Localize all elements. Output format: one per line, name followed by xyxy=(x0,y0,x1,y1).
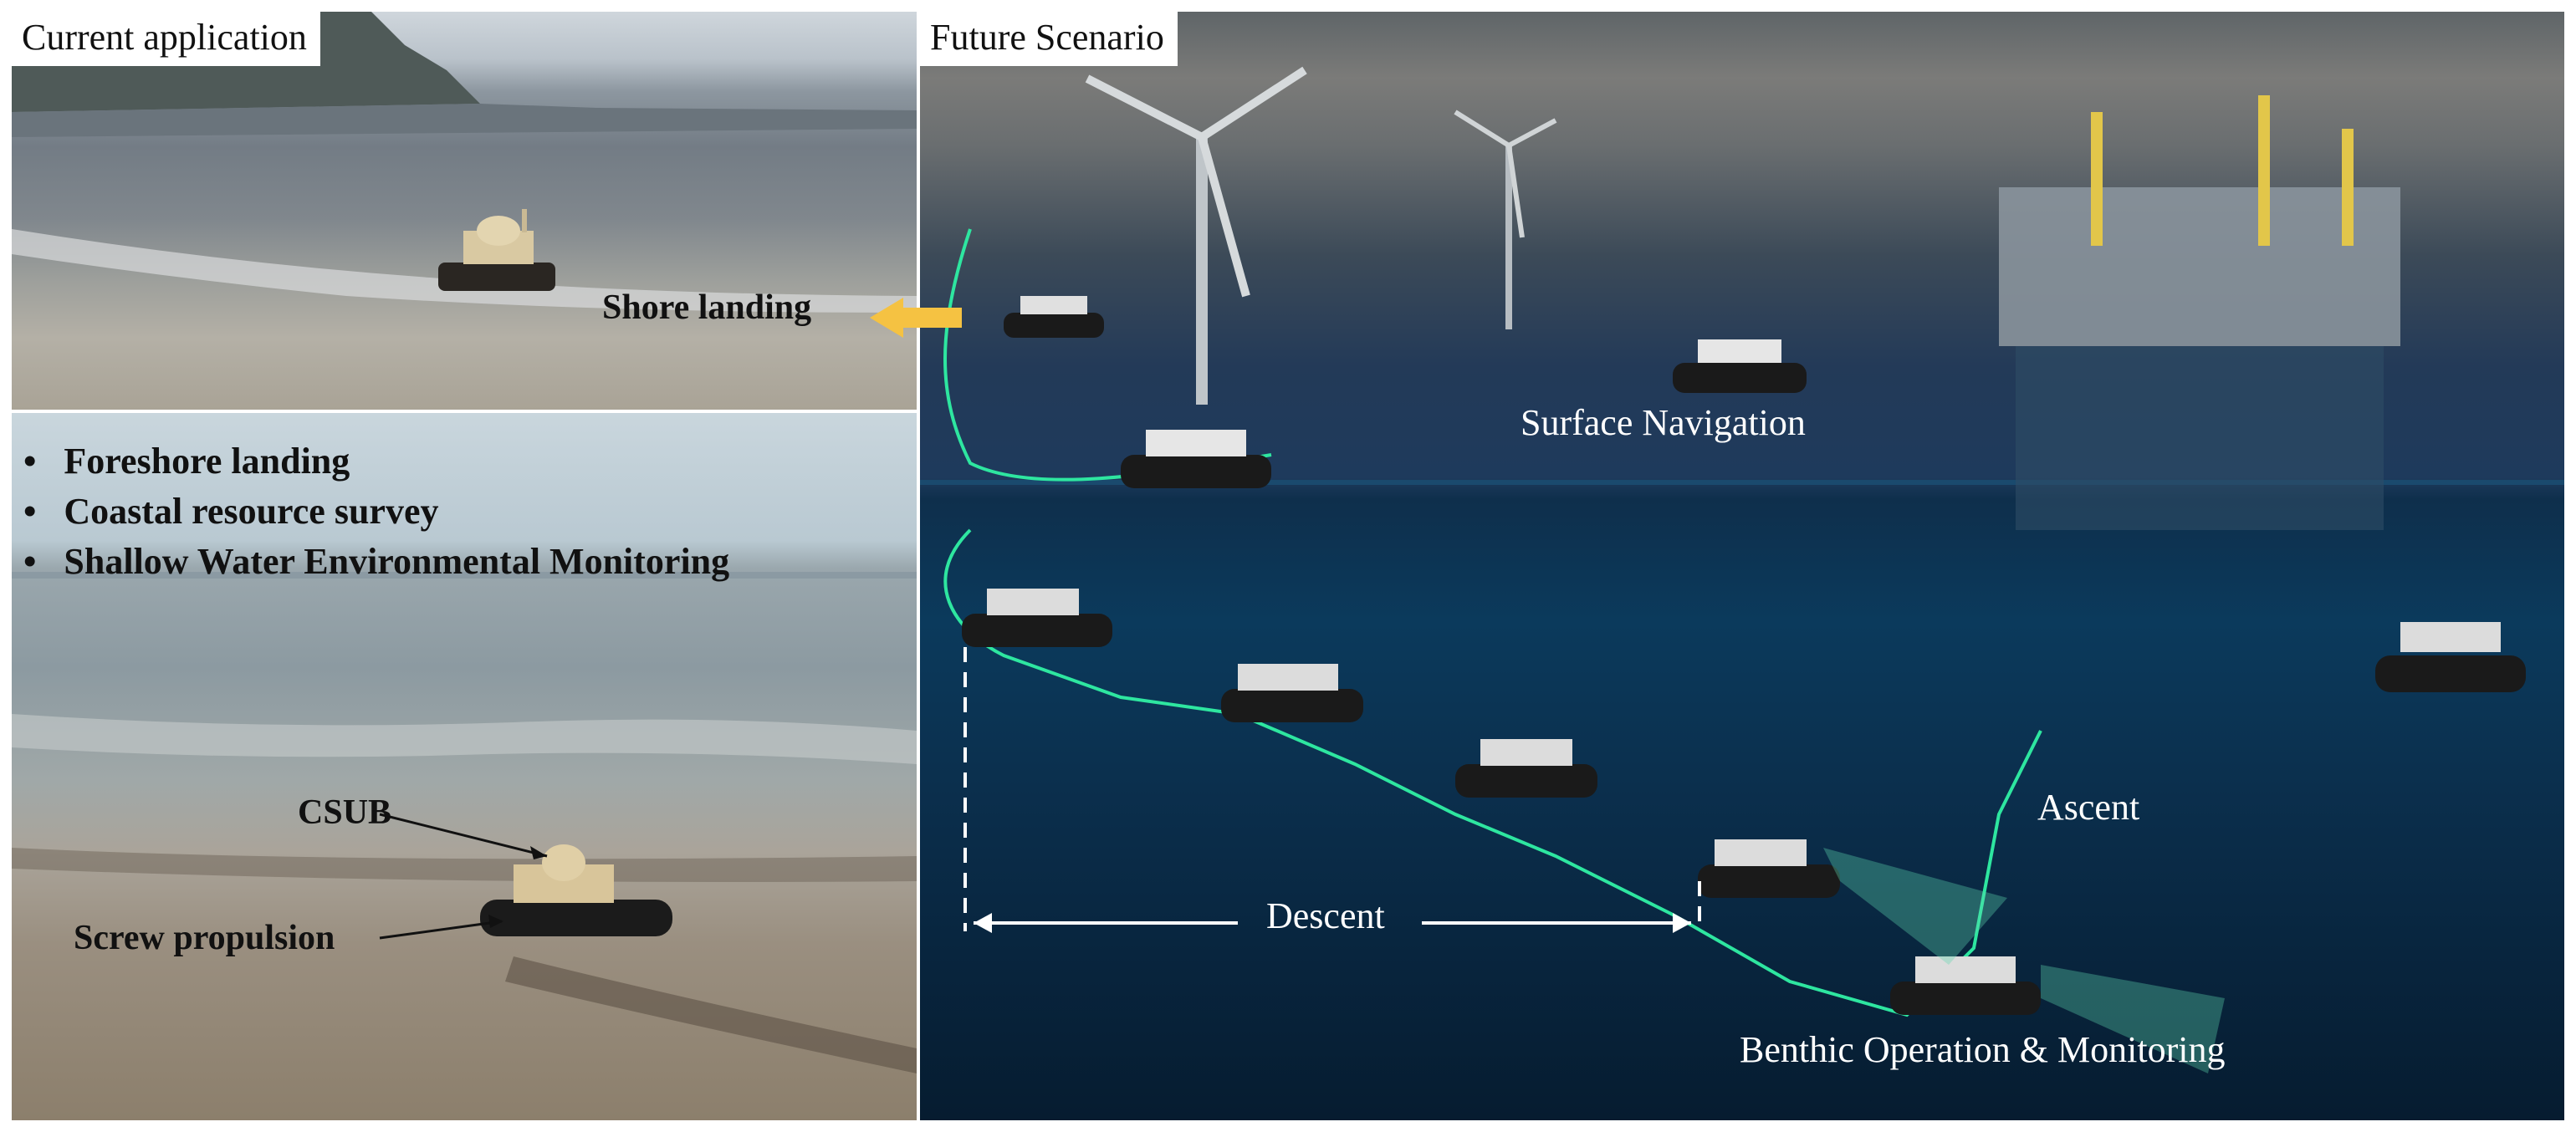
csub-label: CSUB xyxy=(298,793,392,832)
surf-line xyxy=(12,229,917,313)
horizon xyxy=(12,572,917,579)
auv-vehicle xyxy=(2375,622,2526,692)
csub-vehicle-top xyxy=(438,209,555,291)
beach-scene-bottom xyxy=(12,572,917,1073)
bullet-dot: • xyxy=(23,541,64,582)
auv-vehicle xyxy=(1121,430,1271,488)
wind-turbine xyxy=(1454,110,1557,329)
descent-label: Descent xyxy=(1266,895,1385,936)
wind-turbine xyxy=(1085,66,1307,405)
bullet-item: • Shallow Water Environmental Monitoring xyxy=(23,543,729,580)
bullet-dot: • xyxy=(23,491,64,532)
sonar-beam xyxy=(1823,848,2007,965)
current-application-top-photo: Current application Shore landing xyxy=(12,12,917,410)
bullet-item: • Foreshore landing xyxy=(23,443,350,480)
current-application-bottom-photo: • Foreshore landing • Coastal resource s… xyxy=(12,413,917,1120)
auv-vehicle xyxy=(1673,339,1807,393)
current-application-title: Current application xyxy=(12,12,320,66)
track-marks xyxy=(505,956,917,1073)
future-scenario-panel: Future Scenario Surface Navigation Desce… xyxy=(920,12,2564,1120)
beach-scene-top xyxy=(12,12,917,313)
auv-vehicle xyxy=(962,589,1112,647)
surface-navigation-label: Surface Navigation xyxy=(1521,402,1806,443)
screw-propulsion-label: Screw propulsion xyxy=(74,919,335,957)
future-scene xyxy=(920,66,2564,1073)
bullet-item: • Coastal resource survey xyxy=(23,493,438,530)
shore-landing-label: Shore landing xyxy=(602,288,812,327)
wave-foam xyxy=(12,714,917,764)
future-scenario-title: Future Scenario xyxy=(920,12,1178,66)
distant-water xyxy=(12,104,917,137)
auv-vehicle xyxy=(1221,664,1363,722)
offshore-platform xyxy=(1999,95,2400,530)
screw-pointer xyxy=(379,920,503,940)
wet-sand-line xyxy=(12,848,917,882)
bullet-text: Coastal resource survey xyxy=(64,491,439,532)
csub-vehicle-bottom xyxy=(480,844,672,936)
auv-vehicle xyxy=(1698,839,1840,898)
ascent-label: Ascent xyxy=(2037,787,2140,828)
water-surface-line xyxy=(920,480,2564,485)
sonar-beam xyxy=(2041,965,2225,1073)
csub-pointer xyxy=(379,813,548,858)
bullet-dot: • xyxy=(23,441,64,482)
auv-vehicle xyxy=(1455,739,1597,798)
auv-vehicle xyxy=(1004,296,1104,338)
bullet-text: Shallow Water Environmental Monitoring xyxy=(64,541,730,582)
auv-vehicle xyxy=(1890,956,2041,1015)
benthic-operation-label: Benthic Operation & Monitoring xyxy=(1740,1029,2226,1070)
bullet-text: Foreshore landing xyxy=(64,441,350,482)
